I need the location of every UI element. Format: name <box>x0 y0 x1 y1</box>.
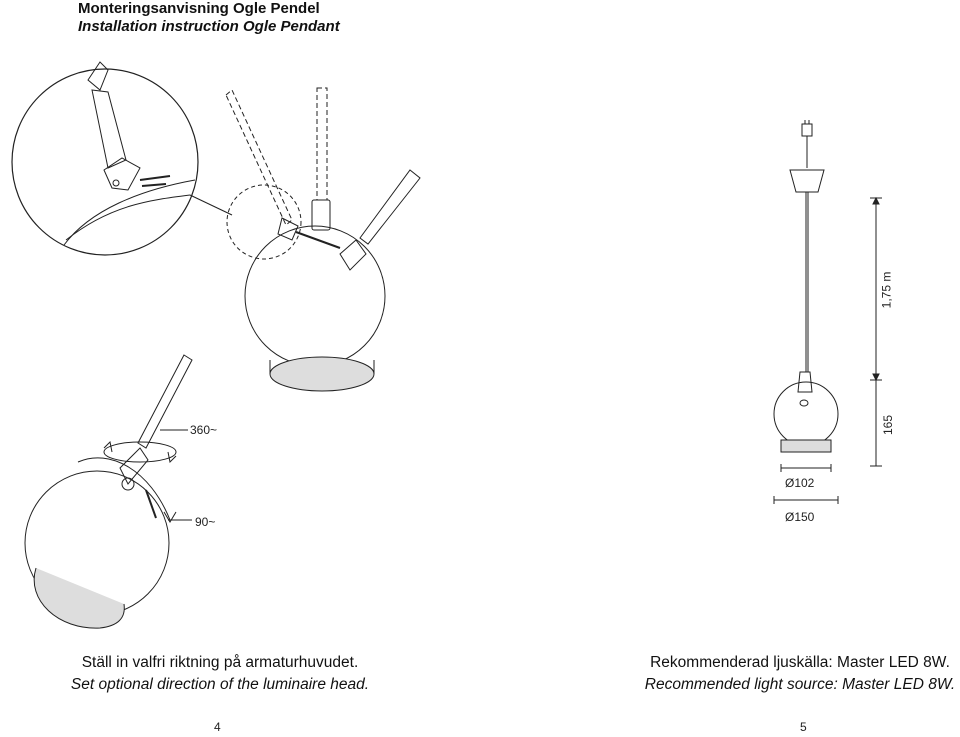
rotation-360-label: 360~ <box>190 423 218 437</box>
pendant-sphere-top <box>225 87 421 392</box>
diameter-small-label: Ø102 <box>785 476 815 490</box>
pendant-dimension-drawing <box>773 120 882 504</box>
rotation-360-arrow <box>103 441 177 463</box>
height-dimension-label: 1,75 m <box>879 271 894 309</box>
page-number-right: 5 <box>800 720 807 734</box>
caption-left-english: Set optional direction of the luminaire … <box>70 676 370 693</box>
tilt-90-arrow <box>77 457 171 521</box>
caption-right-swedish: Rekommenderad ljuskälla: Master LED 8W. <box>650 654 950 671</box>
caption-left: Ställ in valfri riktning på armaturhuvud… <box>40 652 400 696</box>
pendant-sphere-rotation <box>24 354 193 629</box>
zoom-indicator-circle <box>226 184 302 260</box>
title-swedish: Monteringsanvisning Ogle Pendel <box>78 0 320 17</box>
caption-right: Rekommenderad ljuskälla: Master LED 8W. … <box>630 652 960 696</box>
caption-left-swedish: Ställ in valfri riktning på armaturhuvud… <box>81 654 359 671</box>
lamp-height-label: 165 <box>881 414 896 436</box>
detail-zoom-circle <box>11 61 233 256</box>
page-number-left: 4 <box>214 720 221 734</box>
page-title: Monteringsanvisning Ogle Pendel Installa… <box>78 0 340 36</box>
caption-right-english: Recommended light source: Master LED 8W. <box>644 676 956 693</box>
rotation-90-label: 90~ <box>195 515 216 529</box>
title-english: Installation instruction Ogle Pendant <box>78 18 340 35</box>
diameter-large-label: Ø150 <box>785 510 815 524</box>
